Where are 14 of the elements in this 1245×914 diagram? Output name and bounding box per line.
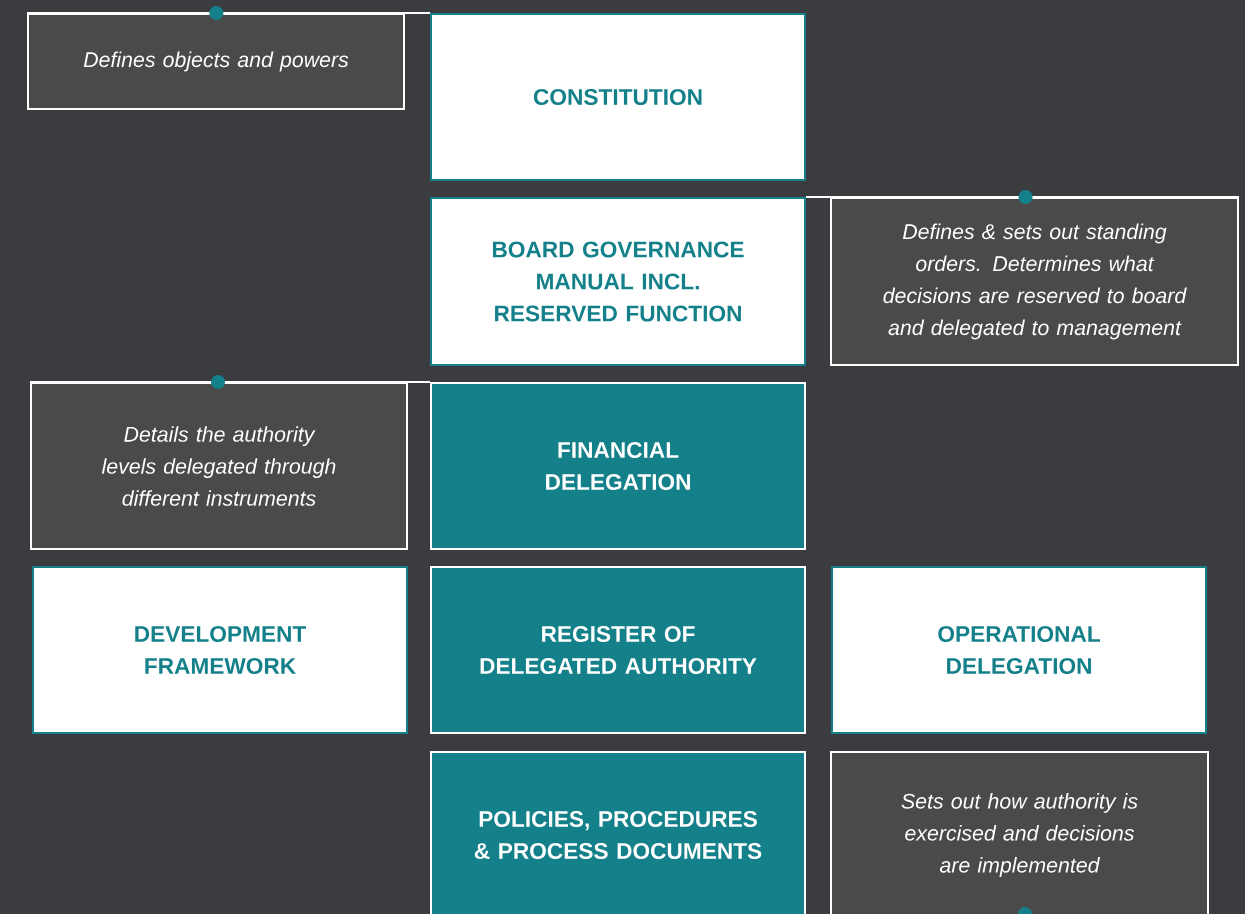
- label-box: BOARD GOVERNANCE MANUAL INCL. RESERVED FUNCTION: [430, 197, 806, 366]
- label-box: OPERATIONAL DELEGATION: [831, 566, 1207, 734]
- note-box: Sets out how authority is exercised and decisions are implemented: [830, 751, 1209, 914]
- leader-line: [29, 375, 431, 389]
- note-box: Defines objects and powers: [27, 13, 405, 110]
- note-box: Defines & sets out standing orders. Determines what decisions are reserved to board and delegated to management: [830, 197, 1239, 366]
- label-box: POLICIES, PROCEDURES & PROCESS DOCUMENTS: [430, 751, 806, 914]
- leader-line: [26, 6, 431, 20]
- label-box: REGISTER OF DELEGATED AUTHORITY: [430, 566, 806, 734]
- label-box: CONSTITUTION: [430, 13, 806, 181]
- leader-line: [805, 190, 1240, 204]
- label-box: FINANCIAL DELEGATION: [430, 382, 806, 550]
- label-box: DEVELOPMENT FRAMEWORK: [32, 566, 408, 734]
- note-box: Details the authority levels delegated through different instruments: [30, 382, 408, 550]
